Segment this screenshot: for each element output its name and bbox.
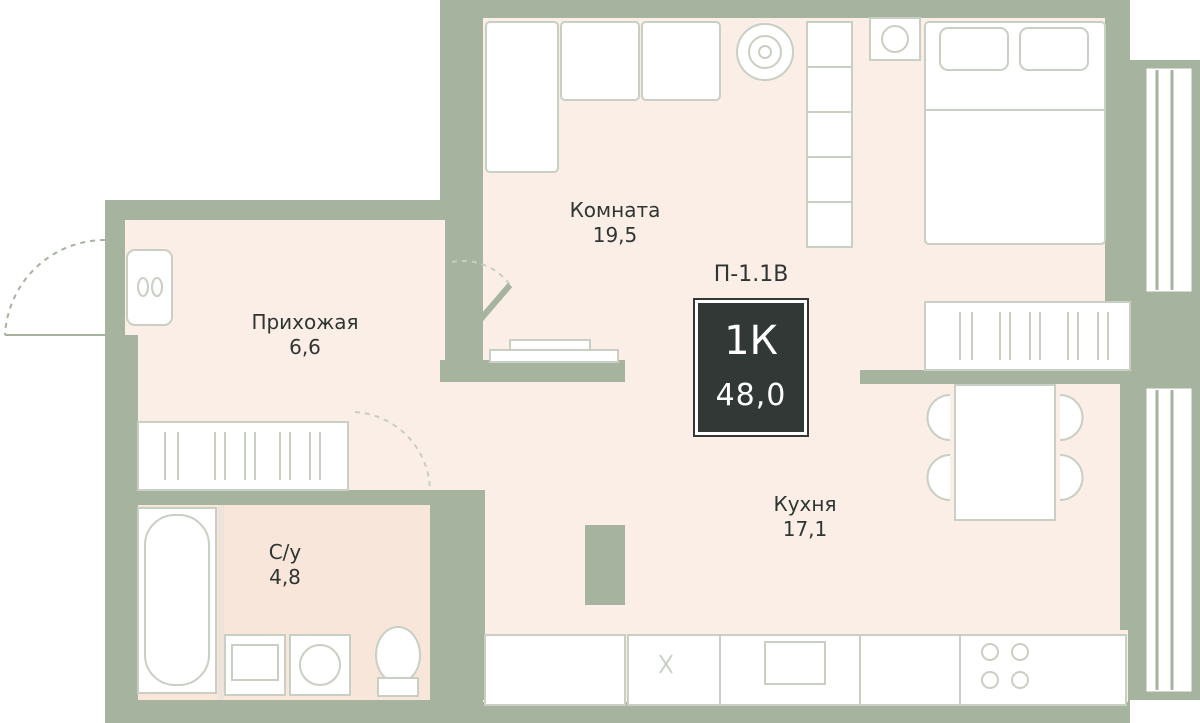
room-name: Кухня [773, 492, 837, 516]
bathtub [137, 507, 217, 694]
hallway-floor [125, 220, 445, 375]
windows [1146, 68, 1192, 692]
desk [489, 339, 619, 363]
plan-code: П-1.1В [713, 262, 789, 287]
room-label-living: Комната 19,5 [545, 198, 685, 248]
window-right-lower [1146, 388, 1192, 692]
apartment-type: 1К [724, 318, 778, 364]
shelving [806, 21, 853, 248]
room-name: Комната [569, 198, 661, 222]
lamp [869, 17, 921, 61]
plan-summary-box: 1К 48,0 [693, 298, 809, 437]
kitchen-counter [484, 634, 1127, 706]
entrance-door [4, 238, 106, 336]
room-label-kitchen: Кухня 17,1 [740, 492, 870, 542]
room-label-bathroom: С/у 4,8 [245, 540, 325, 590]
room-area: 17,1 [782, 517, 828, 541]
room-name: С/у [268, 540, 302, 564]
toilet [375, 626, 421, 697]
interior-walls [110, 335, 1130, 705]
room-name: Прихожая [251, 310, 359, 334]
sofa [485, 21, 721, 173]
plant [736, 23, 794, 81]
plan-badge: П-1.1В 1К 48,0 [693, 255, 809, 437]
washing-machine [289, 634, 351, 696]
room-area: 19,5 [592, 223, 638, 247]
room-area: 6,6 [289, 335, 321, 359]
total-area: 48,0 [715, 378, 787, 413]
wardrobe-room [924, 301, 1131, 371]
wardrobe-hallway [137, 421, 349, 491]
bathroom-sink [224, 634, 286, 696]
shoe-rack [126, 249, 173, 326]
dining-table [926, 384, 1084, 521]
window-right-upper [1146, 68, 1192, 292]
interior-doors [354, 259, 513, 491]
room-area: 4,8 [269, 565, 301, 589]
room-label-hallway: Прихожая 6,6 [225, 310, 385, 360]
bed [924, 21, 1106, 245]
